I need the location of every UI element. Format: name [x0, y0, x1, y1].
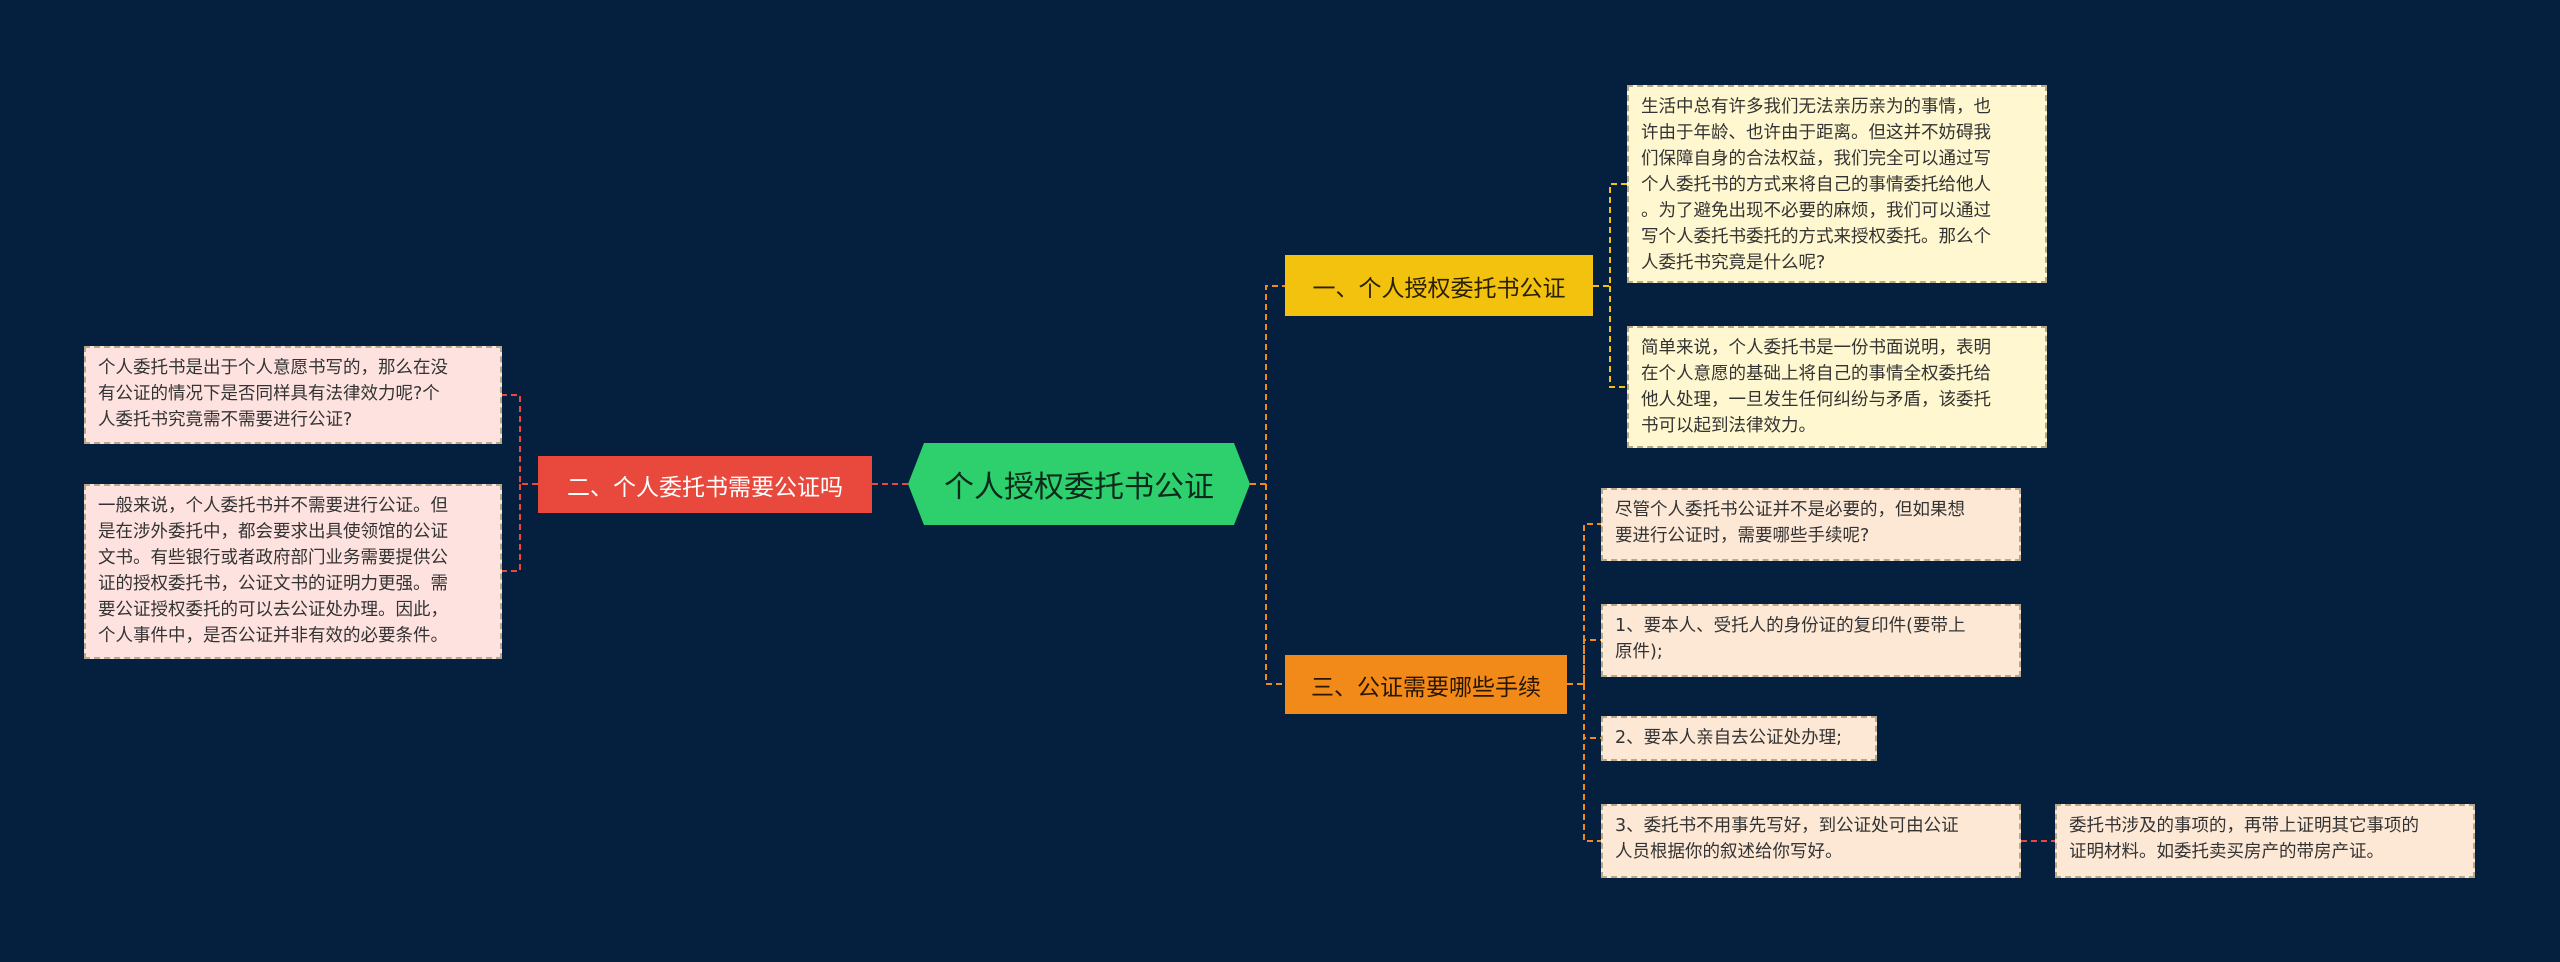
branch-topic-3-label: 三、公证需要哪些手续 [1311, 674, 1541, 701]
branch-topic-1-label: 一、个人授权委托书公证 [1312, 275, 1566, 302]
branch-topic-3[interactable]: 三、公证需要哪些手续 [1285, 655, 1567, 714]
note-branch3-step3-detail[interactable]: 委托书涉及的事项的，再带上证明其它事项的 证明材料。如委托卖买房产的带房产证。 [2055, 804, 2475, 878]
connector-root-branch1 [1250, 285, 1285, 485]
connector-branch2-notes [502, 394, 538, 572]
note-branch3-step2[interactable]: 2、要本人亲自去公证处办理; [1601, 716, 1877, 761]
note-branch1-intro[interactable]: 生活中总有许多我们无法亲历亲为的事情，也 许由于年龄、也许由于距离。但这并不妨碍… [1627, 85, 2047, 283]
note-branch3-step1[interactable]: 1、要本人、受托人的身份证的复印件(要带上 原件); [1601, 604, 2021, 677]
note-branch1-definition[interactable]: 简单来说，个人委托书是一份书面说明，表明 在个人意愿的基础上将自己的事情全权委托… [1627, 326, 2047, 448]
branch-topic-2-label: 二、个人委托书需要公证吗 [567, 474, 843, 501]
note-branch3-step3[interactable]: 3、委托书不用事先写好，到公证处可由公证 人员根据你的叙述给你写好。 [1601, 804, 2021, 878]
root-topic-label: 个人授权委托书公证 [944, 470, 1214, 505]
connector-branch1-notes [1593, 183, 1627, 388]
branch-topic-2[interactable]: 二、个人委托书需要公证吗 [538, 456, 872, 513]
connector-branch3-notes [1567, 523, 1601, 842]
root-topic[interactable]: 个人授权委托书公证 [908, 443, 1250, 525]
note-branch2-answer[interactable]: 一般来说，个人委托书并不需要进行公证。但 是在涉外委托中，都会要求出具使领馆的公… [84, 484, 502, 659]
note-branch3-question[interactable]: 尽管个人委托书公证并不是必要的，但如果想 要进行公证时，需要哪些手续呢? [1601, 488, 2021, 561]
connector-root-branch3 [1265, 484, 1285, 685]
note-branch2-question[interactable]: 个人委托书是出于个人意愿书写的，那么在没 有公证的情况下是否同样具有法律效力呢?… [84, 346, 502, 444]
branch-topic-1[interactable]: 一、个人授权委托书公证 [1285, 255, 1593, 316]
